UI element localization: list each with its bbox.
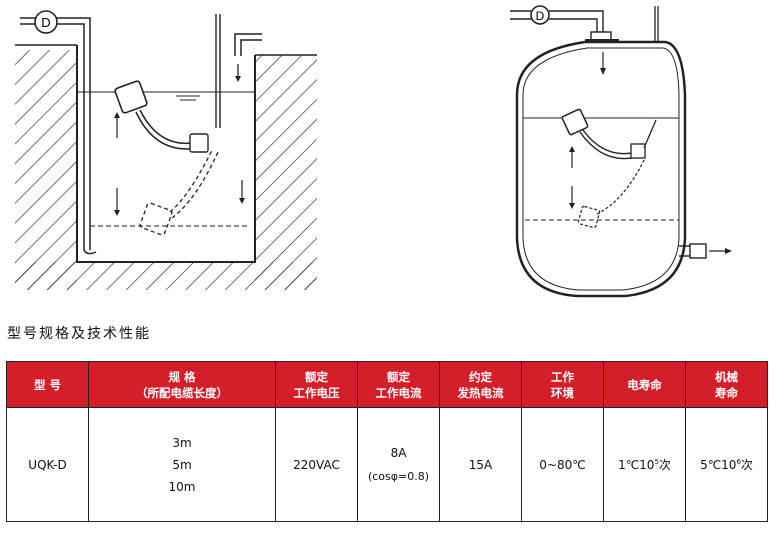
pump-label-tank: D (536, 9, 545, 23)
tank-float-high (561, 108, 589, 136)
header-spec: 规 格（所配电缆长度） (88, 361, 276, 408)
header-rated-current: 额定工作电流 (357, 361, 440, 408)
ground-left-wall (15, 50, 77, 290)
current-note: (cosφ=0.8) (367, 470, 430, 483)
inlet-pipe (234, 33, 262, 56)
float-high (114, 80, 148, 114)
header-mechanical-life: 机械寿命 (685, 361, 768, 408)
float-low (139, 202, 173, 236)
cell-voltage: 220VAC (275, 407, 358, 522)
cell-lengths: 3m 5m 10m (88, 407, 276, 522)
ground-bottom (15, 262, 317, 290)
table-header-row: 型 号 规 格（所配电缆长度） 额定工作电压 额定工作电流 约定发热电流 工作环… (6, 361, 768, 408)
cell-model: UQK-D (6, 407, 89, 522)
header-rated-voltage: 额定工作电压 (275, 361, 358, 408)
pit-float-switch-diagram: D (15, 10, 317, 290)
length-item: 10m (168, 479, 196, 494)
cell-thermal-current: 15A (439, 407, 522, 522)
spec-table: 型 号 规 格（所配电缆长度） 额定工作电压 额定工作电流 约定发热电流 工作环… (6, 361, 768, 522)
header-electrical-life: 电寿命 (603, 361, 686, 408)
header-thermal-current: 约定发热电流 (439, 361, 522, 408)
tank-body (515, 40, 687, 298)
table-row: UQK-D 3m 5m 10m 220VAC 8A (cosφ=0.8) 15A… (6, 407, 768, 522)
length-item: 3m (172, 435, 192, 450)
cell-mechanical-life: 5℃106次 (685, 407, 768, 522)
header-model: 型 号 (6, 361, 89, 408)
section-title: 型号规格及技术性能 (7, 326, 151, 342)
cell-current: 8A (cosφ=0.8) (357, 407, 440, 522)
pit-outline (76, 45, 256, 263)
header-environment: 工作环境 (521, 361, 604, 408)
length-item: 5m (172, 457, 192, 472)
ground-right-wall (255, 55, 317, 290)
cell-environment: 0~80℃ (521, 407, 604, 522)
pump-label: D (41, 15, 50, 30)
tank-float-switch-diagram: D (510, 5, 732, 298)
tank-float-low (577, 205, 601, 229)
tank-outlet (689, 243, 707, 259)
cell-electrical-life: 1℃105次 (603, 407, 686, 522)
pump-symbol-tank (530, 5, 550, 25)
pump-symbol (34, 10, 58, 34)
